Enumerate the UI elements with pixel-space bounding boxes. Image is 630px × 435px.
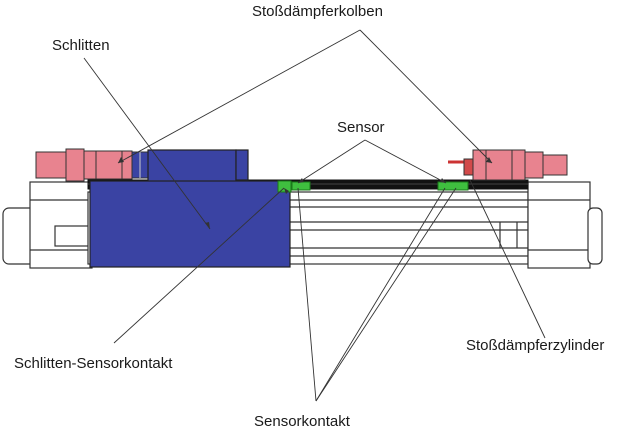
carriage-body [89,180,291,268]
right-shock-absorber [448,149,568,181]
leader-kolben-left [117,29,361,164]
leader-sensor-right [364,139,447,184]
right-end-cap [587,207,603,265]
leader-schlitten-sensorkontakt [113,187,285,344]
label-sensorkontakt: Sensorkontakt [254,413,350,430]
leader-sensorkontakt-3 [315,187,457,402]
label-schlitten: Schlitten [52,37,110,54]
leader-kolben-right [359,29,493,164]
label-schlitten-sensorkontakt: Schlitten-Sensorkontakt [14,355,173,372]
label-stossdaempferzylinder: Stoßdämpferzylinder [466,337,605,354]
left-end-block [29,181,93,269]
label-sensor: Sensor [337,119,385,136]
leader-arrowheads [118,157,492,229]
leader-zylinder [469,179,546,339]
right-absorber-cylinder [472,149,526,181]
carriage-top-flange [235,149,249,181]
leader-schlitten [83,57,211,230]
left-shock-absorber [35,148,149,182]
leader-sensor-left [297,139,366,184]
sensor-right [437,181,469,191]
carriage [89,149,291,268]
leader-sensorkontakt-2 [315,187,446,402]
sensor-left [291,181,311,191]
carriage-sensor-contact [277,180,292,193]
leader-sensorkontakt-1 [297,187,317,402]
carriage-top [147,149,237,183]
label-stossdaempferkolben: Stoßdämpferkolben [252,3,383,20]
left-absorber-cylinder [35,151,67,179]
right-end-block [527,181,591,269]
leader-lines [83,29,546,402]
